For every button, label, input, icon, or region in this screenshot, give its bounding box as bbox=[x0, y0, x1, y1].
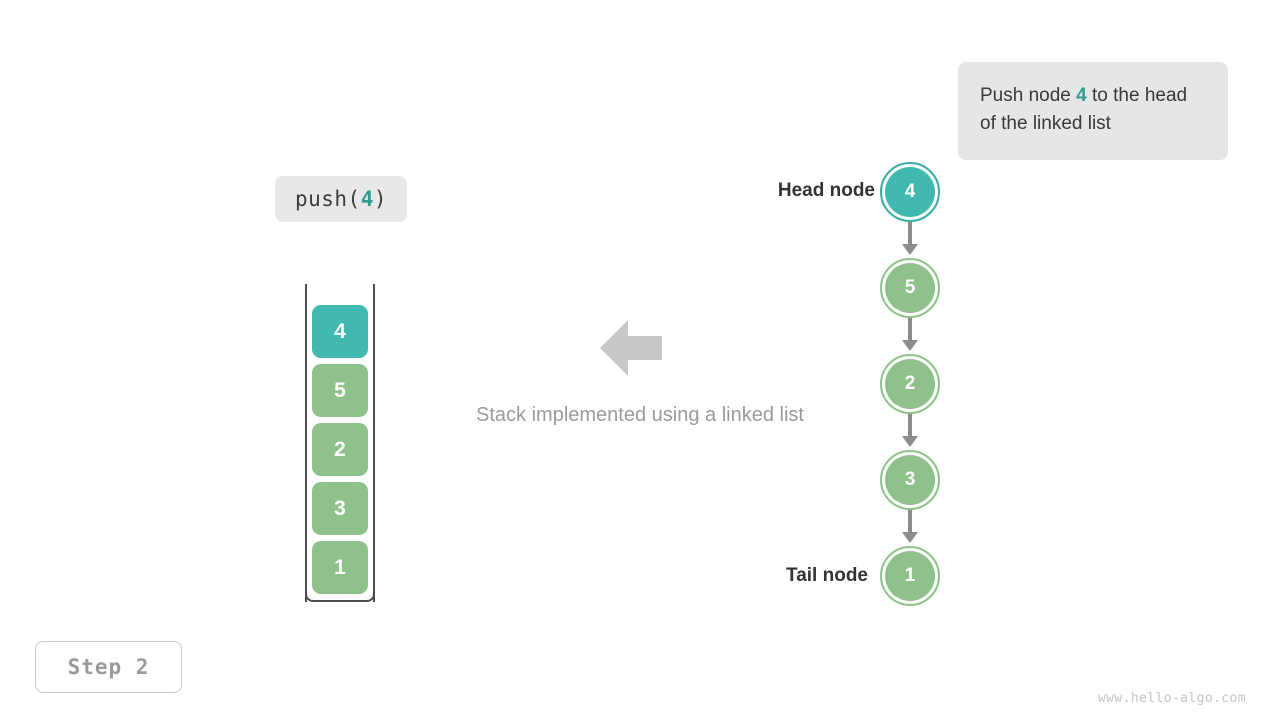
node-ring bbox=[880, 546, 940, 606]
node-value: 5 bbox=[904, 277, 916, 298]
stack-wall-right bbox=[373, 284, 375, 602]
stack-cell-value: 2 bbox=[334, 437, 346, 461]
stack-cell: 1 bbox=[312, 541, 368, 594]
stack-cell-value: 4 bbox=[334, 319, 346, 343]
stack-cell: 4 bbox=[312, 305, 368, 358]
stack-cell: 3 bbox=[312, 482, 368, 535]
node-ring bbox=[880, 162, 940, 222]
node-core: 5 bbox=[885, 263, 935, 313]
node-core: 3 bbox=[885, 455, 935, 505]
linked-list-node: 2 bbox=[880, 354, 940, 414]
step-badge: Step 2 bbox=[35, 641, 182, 693]
linked-list-diagram: 4 5 2 3 1 bbox=[880, 158, 960, 608]
node-connector-arrowhead bbox=[902, 436, 918, 447]
stack-cell-value: 3 bbox=[334, 496, 346, 520]
node-ring bbox=[880, 258, 940, 318]
linked-list-node: 1 bbox=[880, 546, 940, 606]
node-connector-line bbox=[908, 414, 912, 438]
node-core: 4 bbox=[885, 167, 935, 217]
callout-suffix-text: to the head of the linked list bbox=[980, 85, 1188, 134]
stack-cell: 5 bbox=[312, 364, 368, 417]
stack-container: 4 5 2 3 1 bbox=[305, 284, 375, 602]
node-value: 4 bbox=[904, 181, 916, 202]
linked-list-node: 5 bbox=[880, 258, 940, 318]
node-core: 2 bbox=[885, 359, 935, 409]
operation-open-paren: ( bbox=[347, 187, 361, 211]
operation-close-paren: ) bbox=[373, 187, 388, 211]
node-value: 3 bbox=[904, 469, 916, 490]
operation-name: push bbox=[294, 187, 348, 211]
node-connector-line bbox=[908, 318, 912, 342]
stack-cell-value: 1 bbox=[334, 555, 346, 579]
linked-list-node: 3 bbox=[880, 450, 940, 510]
callout-highlight-value: 4 bbox=[1076, 85, 1087, 106]
stack-cell-list: 4 5 2 3 1 bbox=[312, 305, 368, 600]
node-connector-arrowhead bbox=[902, 244, 918, 255]
node-ring bbox=[880, 450, 940, 510]
tail-node-label: Tail node bbox=[786, 565, 868, 586]
head-node-label: Head node bbox=[777, 180, 875, 201]
stack-wall-left bbox=[305, 284, 307, 602]
stack-floor bbox=[305, 588, 375, 602]
stack-cell-value: 5 bbox=[334, 378, 346, 402]
operation-argument: 4 bbox=[360, 187, 374, 211]
operation-chip: push(4) bbox=[275, 176, 407, 222]
description-callout: Push node 4 to the head of the linked li… bbox=[958, 62, 1228, 160]
node-core: 1 bbox=[885, 551, 935, 601]
linked-list-node: 4 bbox=[880, 162, 940, 222]
callout-prefix-text: Push node bbox=[980, 85, 1077, 106]
node-connector-line bbox=[908, 510, 912, 534]
stack-cell: 2 bbox=[312, 423, 368, 476]
node-value: 1 bbox=[904, 565, 916, 586]
node-value: 2 bbox=[904, 373, 916, 394]
node-ring bbox=[880, 354, 940, 414]
node-connector-arrowhead bbox=[902, 532, 918, 543]
node-connector-arrowhead bbox=[902, 340, 918, 351]
diagram-caption: Stack implemented using a linked list bbox=[476, 404, 804, 426]
watermark: www.hello-algo.com bbox=[1097, 691, 1246, 706]
arrow-left-icon bbox=[600, 320, 662, 376]
node-connector-line bbox=[908, 222, 912, 246]
